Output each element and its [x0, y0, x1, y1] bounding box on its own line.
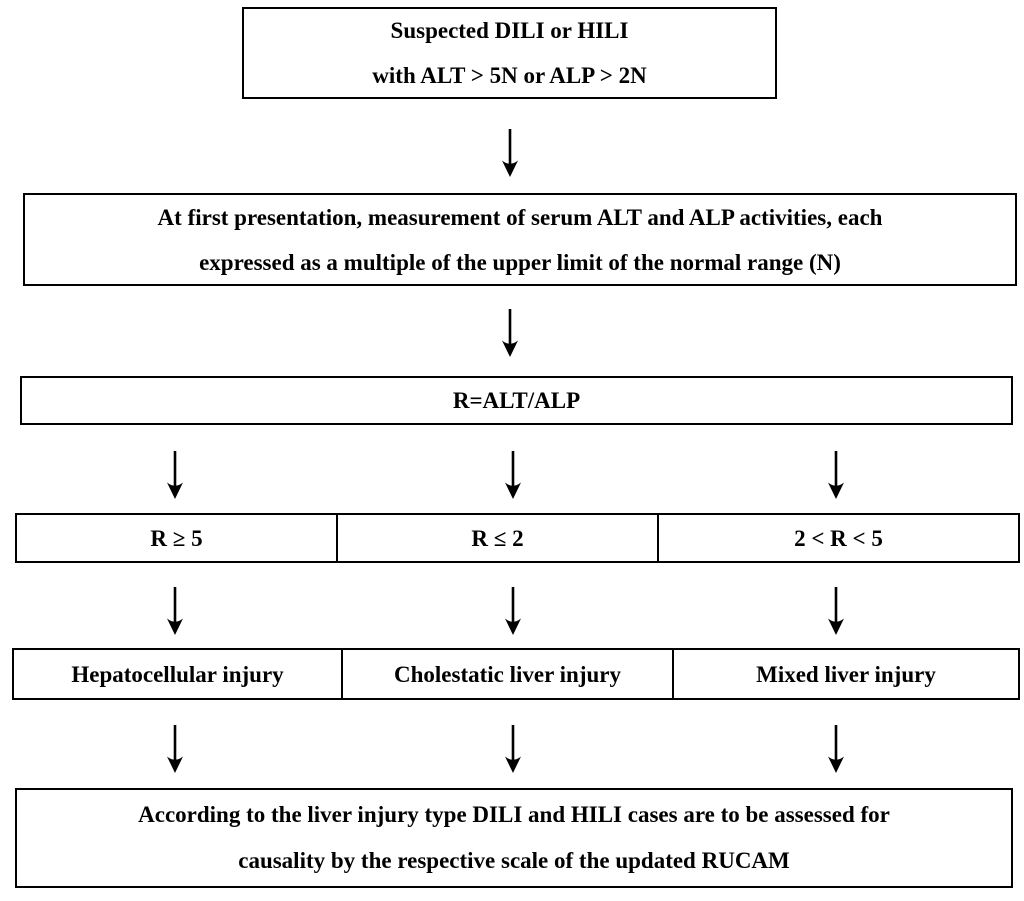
- down-arrow-icon: [828, 451, 844, 499]
- ratio-box-text: R=ALT/ALP: [452, 388, 581, 413]
- suspected-box-line1: Suspected DILI or HILI: [390, 18, 629, 43]
- down-arrow-icon: [167, 587, 183, 635]
- presentation-box-line2: expressed as a multiple of the upper lim…: [199, 249, 841, 275]
- branch-r-ge-5: R ≥ 5: [15, 513, 338, 563]
- down-arrow-icon: [505, 725, 521, 773]
- conclusion-box-line1: According to the liver injury type DILI …: [138, 802, 890, 827]
- injury-cholestatic-box: Cholestatic liver injury: [341, 648, 674, 700]
- rucam-conclusion-box: According to the liver injury type DILI …: [15, 788, 1013, 888]
- down-arrow-icon: [167, 725, 183, 773]
- down-arrow-icon: [167, 451, 183, 499]
- r-ratio-box: R=ALT/ALP: [20, 376, 1013, 425]
- injury-label: Mixed liver injury: [756, 661, 936, 687]
- branch-label: 2 < R < 5: [794, 525, 883, 551]
- conclusion-box-line2: causality by the respective scale of the…: [238, 848, 790, 873]
- branch-label: R ≤ 2: [471, 525, 524, 551]
- down-arrow-icon: [502, 129, 518, 177]
- branch-label: R ≥ 5: [150, 525, 203, 551]
- injury-label: Hepatocellular injury: [71, 661, 284, 687]
- down-arrow-icon: [828, 725, 844, 773]
- injury-mixed-box: Mixed liver injury: [672, 648, 1020, 700]
- down-arrow-icon: [828, 587, 844, 635]
- first-presentation-box: At first presentation, measurement of se…: [23, 193, 1017, 286]
- down-arrow-icon: [502, 309, 518, 357]
- branch-r-between-2-5: 2 < R < 5: [657, 513, 1020, 563]
- suspected-box-line2: with ALT > 5N or ALP > 2N: [372, 63, 647, 88]
- down-arrow-icon: [505, 451, 521, 499]
- presentation-box-line1: At first presentation, measurement of se…: [157, 204, 883, 230]
- branch-r-le-2: R ≤ 2: [336, 513, 659, 563]
- injury-hepatocellular-box: Hepatocellular injury: [12, 648, 343, 700]
- suspected-dili-hili-box: Suspected DILI or HILI with ALT > 5N or …: [242, 7, 777, 99]
- down-arrow-icon: [505, 587, 521, 635]
- injury-label: Cholestatic liver injury: [394, 661, 621, 687]
